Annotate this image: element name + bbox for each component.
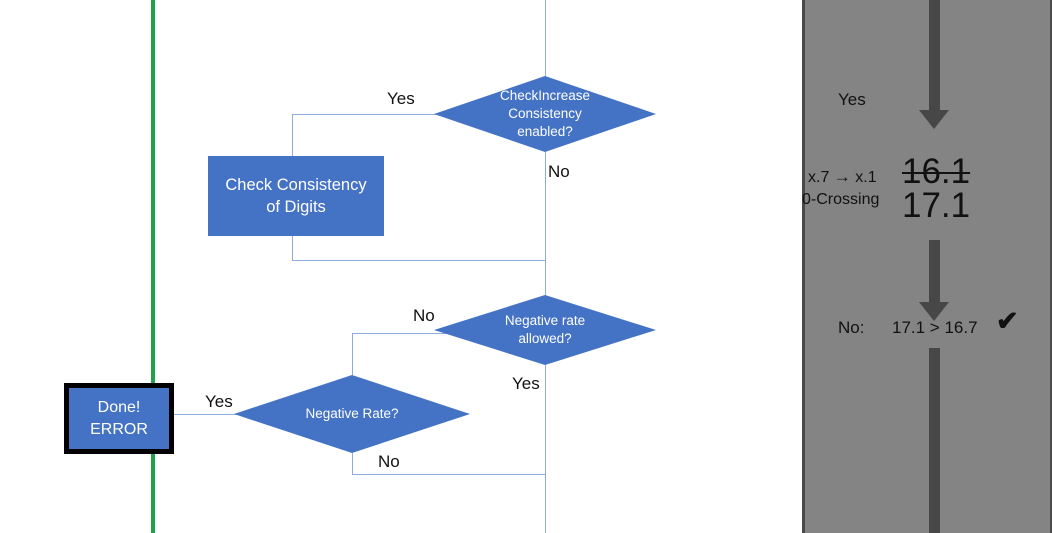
connector-negrate-yes-horizontal — [174, 414, 254, 415]
edge-label-checkincrease-yes: Yes — [387, 89, 415, 108]
terminal-done-label: Done! — [97, 398, 141, 416]
connector-checkincrease-no-down — [545, 152, 546, 260]
process-check-consistency-line1: Check Consistency — [225, 175, 367, 194]
decision-checkincrease-line3: enabled? — [517, 123, 573, 139]
panel-left-edge — [802, 0, 805, 533]
connector-consistency-out-down — [292, 236, 293, 260]
panel-rounding-to: x.1 — [855, 169, 877, 186]
connector-negrate-no-horizontal — [352, 474, 545, 475]
panel-value-struck: 16.1 — [902, 152, 971, 191]
panel-value-current: 17.1 — [902, 186, 971, 225]
decision-negative-rate-allowed-line2: allowed? — [518, 331, 572, 346]
checkmark-icon: ✔ — [996, 306, 1019, 336]
connector-bottom-spine — [545, 474, 546, 533]
panel-arrow-2-shaft — [929, 240, 940, 302]
panel-result-comparison: 17.1 > 16.7 — [892, 318, 978, 337]
connector-negallowed-no-horizontal — [352, 333, 452, 334]
process-check-consistency-line2: of Digits — [266, 198, 326, 216]
connector-checkincrease-yes-horizontal — [292, 114, 445, 115]
connector-consistency-rejoin — [292, 260, 545, 261]
decision-negative-rate-allowed[interactable]: Negative rate allowed? — [434, 295, 656, 365]
terminal-done-error[interactable]: Done! ERROR — [64, 383, 174, 454]
panel-zero-crossing-label: 0-Crossing — [802, 191, 880, 208]
panel-arrow-1-shaft — [929, 0, 940, 110]
terminal-error-label: ERROR — [90, 420, 148, 438]
right-arrow-icon: → — [833, 167, 851, 186]
edge-label-negrate-yes: Yes — [205, 392, 233, 411]
decision-negative-rate-allowed-line1: Negative rate — [504, 313, 586, 329]
connector-top-spine — [545, 0, 546, 76]
edge-label-negallowed-yes: Yes — [512, 374, 540, 393]
panel-arrow-3-shaft — [929, 348, 940, 533]
edge-label-negrate-no: No — [378, 452, 400, 471]
connector-checkincrease-yes-down — [292, 114, 293, 156]
annotation-panel: Yes x.7 → x.1 0-Crossing 16.1 17.1 No: 1… — [802, 0, 1052, 533]
connector-negallowed-no-down — [352, 333, 353, 375]
decision-negative-rate-label: Negative Rate? — [305, 406, 399, 422]
panel-yes-label: Yes — [838, 90, 866, 109]
panel-result-prefix: No: — [838, 318, 865, 337]
green-guide-line — [151, 0, 155, 533]
connector-negrate-no-down — [352, 453, 353, 474]
panel-right-edge — [1050, 0, 1052, 533]
edge-label-checkincrease-no: No — [548, 162, 570, 181]
decision-checkincrease-line2: Consistency — [508, 106, 582, 122]
decision-negative-rate[interactable]: Negative Rate? — [234, 375, 470, 453]
edge-label-negallowed-no: No — [413, 306, 435, 325]
panel-arrow-1-head — [919, 110, 949, 129]
decision-negative-rate-allowed-label: Negative rate allowed? — [495, 312, 595, 348]
process-check-consistency-of-digits[interactable]: Check Consistency of Digits — [208, 156, 384, 236]
decision-checkincrease-consistency[interactable]: CheckIncrease Consistency enabled? — [434, 76, 656, 152]
panel-rounding-row: x.7 → x.1 — [808, 167, 877, 187]
decision-checkincrease-label: CheckIncrease Consistency enabled? — [490, 87, 600, 140]
panel-arrow-2-head — [919, 302, 949, 321]
connector-negallowed-yes-down — [545, 365, 546, 474]
process-check-consistency-label: Check Consistency of Digits — [225, 174, 366, 219]
decision-checkincrease-line1: CheckIncrease — [499, 88, 591, 104]
panel-rounding-from: x.7 — [808, 169, 830, 186]
connector-midspine — [545, 260, 546, 301]
terminal-done-error-label: Done! ERROR — [90, 397, 148, 440]
